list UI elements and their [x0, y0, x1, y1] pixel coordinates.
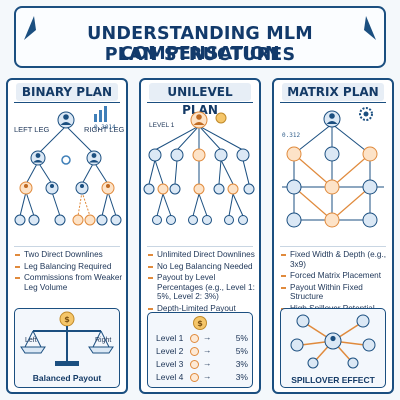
unilevel-plan-heading: UNILEVEL PLAN [149, 83, 251, 117]
right-leg-label: RIGHT LEG [84, 125, 125, 134]
coin-symbol: $ [64, 315, 70, 324]
heading-rule [280, 102, 386, 103]
level-payout-inset: $ Level 1 → 5% Level 2 → 5% Level 3 → 3%… [147, 312, 253, 388]
level-row: Level 3 → 3% [156, 358, 250, 371]
unilevel-bullet-list: Unlimited Direct Downlines No Leg Balanc… [147, 250, 259, 316]
title-banner: UNDERSTANDING MLM COMPENSATION PLAN STRU… [14, 6, 386, 68]
left-leg-label: LEFT LEG [14, 125, 50, 134]
bullet-item: Fixed Width & Depth (e.g., 3x9) [280, 250, 392, 269]
person-node-icon [323, 110, 341, 128]
level-percentage: 3% [235, 359, 248, 369]
matrix-bullet-list: Fixed Width & Depth (e.g., 3x9) Forced M… [280, 250, 392, 316]
person-icon [190, 373, 199, 382]
level-name: Level 3 [156, 359, 184, 369]
page-title-line-1: UNDERSTANDING MLM COMPENSATION [87, 24, 313, 64]
section-divider [280, 246, 386, 247]
scale-right-label: Right [95, 337, 112, 344]
spillover-inset: SPILLOVER EFFECT [280, 308, 386, 388]
balance-scale-inset: $ Left Right Balanced Payout [14, 308, 120, 388]
binary-plan-panel: BINARY PLAN [6, 78, 128, 394]
arrow-right-icon: → [203, 371, 212, 381]
page-title-line-2: PLAN STRUCTURES [104, 45, 296, 65]
bullet-item: Payout Within Fixed Structure [280, 283, 392, 302]
binary-plan-heading: BINARY PLAN [16, 83, 118, 101]
chart-stat-value: 0.3014 [94, 124, 116, 131]
section-divider [14, 246, 120, 247]
decorative-flourish-icon [24, 16, 36, 40]
person-icon [190, 334, 199, 343]
bullet-item: Payout by Level Percentages (e.g., Level… [147, 273, 259, 302]
coin-symbol: $ [197, 319, 203, 328]
bullet-item: Unlimited Direct Downlines [147, 250, 259, 260]
level-name: Level 4 [156, 372, 184, 382]
level-row: Level 4 → 3% [156, 371, 250, 384]
arrow-right-icon: → [203, 332, 212, 342]
level-percentage: 3% [235, 372, 248, 382]
balance-scale-icon: $ [20, 311, 114, 366]
binary-bullet-list: Two Direct Downlines Leg Balancing Requi… [14, 250, 126, 294]
bullet-item: Forced Matrix Placement [280, 271, 392, 281]
level-1-label: LEVEL 1 [149, 122, 175, 129]
level-row: Level 2 → 5% [156, 345, 250, 358]
coin-icon: $ [193, 316, 207, 330]
level-percentage: 5% [235, 333, 248, 343]
matrix-plan-heading: MATRIX PLAN [282, 83, 384, 101]
scale-left-label: Left [25, 337, 37, 344]
spillover-caption: SPILLOVER EFFECT [291, 375, 375, 385]
level-row: Level 1 → 5% [156, 332, 250, 345]
bullet-item: Leg Balancing Required [14, 262, 126, 272]
bullet-item: Commissions from Weaker Leg Volume [14, 273, 126, 292]
matrix-grid-diagram [282, 107, 384, 228]
bullet-item: No Leg Balancing Needed [147, 262, 259, 272]
unilevel-plan-panel: UNILEVEL PLAN [139, 78, 261, 394]
bullet-item: Depth-Limited Payout [147, 304, 259, 314]
unilevel-tree-diagram [143, 111, 255, 225]
dollar-badge-icon [215, 112, 227, 124]
spillover-icon [290, 314, 376, 369]
bullet-item: Two Direct Downlines [14, 250, 126, 260]
matrix-plan-panel: MATRIX PLAN [272, 78, 394, 394]
heading-rule [147, 102, 253, 103]
level-name: Level 2 [156, 346, 184, 356]
matrix-stat-value: 0.312 [282, 132, 301, 139]
level-percentage: 5% [235, 346, 248, 356]
balanced-payout-caption: Balanced Payout [32, 373, 102, 383]
arrow-right-icon: → [203, 358, 212, 368]
level-name: Level 1 [156, 333, 184, 343]
bar-chart-icon [94, 106, 107, 122]
heading-rule [14, 102, 120, 103]
person-icon [190, 347, 199, 356]
arrow-right-icon: → [203, 345, 212, 355]
person-node-icon [57, 111, 75, 129]
decorative-flourish-icon [364, 16, 376, 40]
section-divider [147, 246, 253, 247]
gear-icon [359, 107, 373, 121]
binary-tree-diagram [14, 106, 122, 226]
person-icon [190, 360, 199, 369]
person-node-icon [190, 111, 208, 129]
